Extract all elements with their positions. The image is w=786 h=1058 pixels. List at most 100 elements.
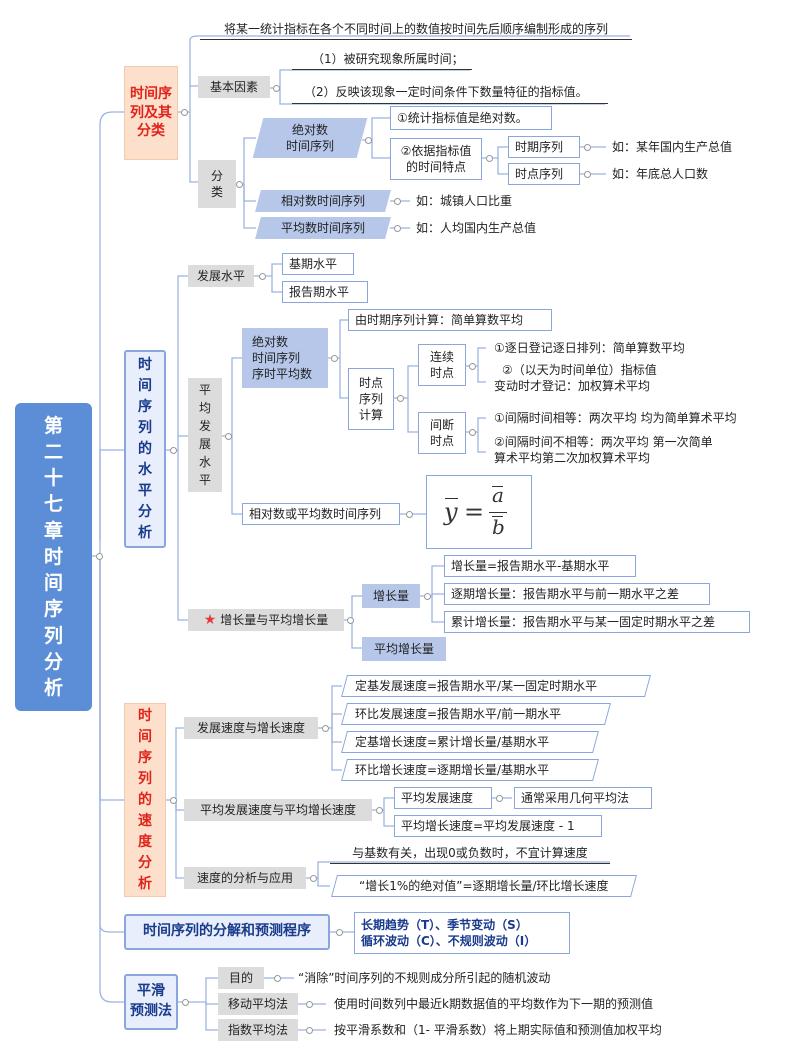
average-series[interactable]: 平均数时间序列	[255, 217, 391, 239]
point-series-calculation[interactable]: 时点 序列 计算	[348, 368, 394, 430]
components-line2: 循环波动（C）、不规则波动（I）	[361, 934, 537, 948]
collapse-dot[interactable]	[584, 144, 591, 151]
collapse-dot[interactable]	[469, 363, 476, 370]
speed-and-growth[interactable]: 发展速度与增长速度	[184, 717, 318, 739]
relative-label: 相对数时间序列	[280, 193, 365, 208]
section-title: 时间序列及其分类	[130, 85, 172, 140]
collapse-dot[interactable]	[181, 109, 188, 116]
exponential-average[interactable]: 指数平均法	[218, 1019, 298, 1041]
s4-text: 环比增长速度=逐期增长量/基期水平	[355, 762, 550, 777]
speed-note-1: 与基数有关，出现0或负数时，不宜计算速度	[330, 844, 610, 864]
formula-denominator: b	[492, 515, 505, 539]
int2-line1: ②间隔时间不相等：两次平均 第一次简单	[494, 435, 713, 449]
collapse-dot[interactable]	[406, 511, 413, 518]
collapse-dot[interactable]	[182, 999, 189, 1006]
point-example: 如：年底总人口数	[612, 166, 709, 181]
formula-numerator: a	[492, 483, 504, 507]
geometric-mean-note: 通常采用几何平均法	[514, 787, 652, 809]
continuous-point[interactable]: 连续 时点	[418, 344, 466, 386]
collapse-dot[interactable]	[376, 807, 383, 814]
section-time-series-classification[interactable]: 时间序列及其分类	[124, 66, 178, 160]
collapse-dot[interactable]	[331, 355, 338, 362]
speed-fixed-base-dev: 定基发展速度=报告期水平/某一固定时期水平	[341, 675, 651, 697]
speed-application[interactable]: 速度的分析与应用	[184, 867, 306, 889]
abs-line3: 序时平均数	[252, 367, 313, 382]
cont2-line2: 变动时才登记：加权算术平均	[494, 379, 651, 394]
collapse-dot[interactable]	[273, 85, 280, 92]
pc-line3: 计算	[358, 408, 383, 423]
section-title: 时间序列的水平分析	[138, 356, 152, 541]
collapse-dot[interactable]	[397, 395, 404, 402]
components-line1: 长期趋势（T）、季节变动（S）	[361, 917, 528, 932]
section-level-analysis[interactable]: 时间序列的水平分析	[124, 350, 166, 548]
classification[interactable]: 分类	[198, 160, 236, 208]
collapse-dot[interactable]	[394, 225, 401, 232]
formula-lhs: y	[444, 498, 458, 526]
collapse-dot[interactable]	[225, 433, 232, 440]
interval-point[interactable]: 间断 时点	[418, 412, 466, 454]
collapse-dot[interactable]	[347, 617, 354, 624]
decomposition-components: 长期趋势（T）、季节变动（S） 循环波动（C）、不规则波动（I）	[354, 912, 570, 954]
report-level[interactable]: 报告期水平	[282, 281, 368, 303]
formula-bar	[445, 498, 458, 499]
formula-bar	[492, 486, 503, 487]
int-line2: 时点	[429, 434, 454, 448]
collapse-dot[interactable]	[274, 975, 281, 982]
absolute-label-line2: 时间序列	[285, 139, 334, 153]
property2-line2: 的时间特点	[405, 160, 466, 174]
growth-amount[interactable]: ★增长量与平均增长量	[188, 609, 344, 631]
average-label: 平均数时间序列	[280, 220, 365, 235]
continuous-rule-2: ②（以天为时间单位）指标值 变动时才登记：加权算术平均	[494, 362, 657, 400]
point-series[interactable]: 时点序列	[508, 163, 580, 185]
collapse-dot[interactable]	[96, 553, 103, 560]
growth-label: 增长量与平均增长量	[220, 612, 329, 627]
average-development-level[interactable]: 平均发展水平	[188, 378, 222, 492]
absolute-property-2[interactable]: ②依据指标值 的时间特点	[390, 138, 482, 180]
average-dev-speed[interactable]: 平均发展速度	[394, 787, 492, 809]
period-example: 如：某年国内生产总值	[612, 139, 733, 154]
avg-level-label: 平均发展水平	[198, 383, 211, 487]
moving-average[interactable]: 移动平均法	[218, 993, 298, 1015]
collapse-dot[interactable]	[486, 155, 493, 162]
collapse-dot[interactable]	[584, 171, 591, 178]
increase-amount[interactable]: 增长量	[362, 584, 420, 608]
root-title: 第二十七章 时间序列分析	[43, 414, 63, 699]
s1-text: 定基发展速度=报告期水平/某一固定时期水平	[355, 678, 598, 693]
section-speed-analysis[interactable]: 时间序列的速度分析	[124, 703, 166, 897]
base-level[interactable]: 基期水平	[282, 253, 354, 275]
speed-note-2: “增长1%的绝对值”=逐期增长量/环比增长速度	[331, 875, 637, 897]
collapse-dot[interactable]	[170, 797, 177, 804]
average-formula: y = a b	[426, 475, 532, 549]
interval-rule-1: ①间隔时间相等：两次平均 均为简单算术平均	[494, 410, 737, 425]
speed-chain-growth: 环比增长速度=逐期增长量/基期水平	[341, 759, 599, 781]
collapse-dot[interactable]	[394, 198, 401, 205]
collapse-dot[interactable]	[496, 795, 503, 802]
average-speed[interactable]: 平均发展速度与平均增长速度	[184, 799, 372, 821]
relative-average-series[interactable]: 相对数或平均数时间序列	[242, 503, 400, 525]
collapse-dot[interactable]	[310, 875, 317, 882]
collapse-dot[interactable]	[306, 1001, 313, 1008]
average-increase[interactable]: 平均增长量	[362, 637, 446, 661]
section-smoothing[interactable]: 平滑 预测法	[124, 974, 178, 1030]
collapse-dot[interactable]	[424, 593, 431, 600]
purpose[interactable]: 目的	[218, 967, 264, 989]
period-series[interactable]: 时期序列	[508, 136, 580, 158]
absolute-series[interactable]: 绝对数时间序列	[252, 118, 368, 158]
relative-series[interactable]: 相对数时间序列	[255, 190, 391, 212]
collapse-dot[interactable]	[170, 447, 177, 454]
collapse-dot[interactable]	[236, 181, 243, 188]
collapse-dot[interactable]	[306, 1027, 313, 1034]
basic-factors[interactable]: 基本因素	[198, 76, 270, 98]
absolute-property-1: ①统计指标值是绝对数。	[390, 106, 552, 130]
section-decomposition[interactable]: 时间序列的分解和预测程序	[124, 914, 330, 950]
relative-example: 如：城镇人口比重	[416, 193, 513, 208]
absolute-chrono-average[interactable]: 绝对数 时间序列 序时平均数	[242, 328, 328, 388]
collapse-dot[interactable]	[322, 725, 329, 732]
collapse-dot[interactable]	[365, 137, 372, 144]
collapse-dot[interactable]	[336, 929, 343, 936]
collapse-dot[interactable]	[259, 273, 266, 280]
development-level[interactable]: 发展水平	[188, 265, 254, 287]
root-topic[interactable]: 第二十七章 时间序列分析	[15, 403, 92, 711]
collapse-dot[interactable]	[469, 429, 476, 436]
